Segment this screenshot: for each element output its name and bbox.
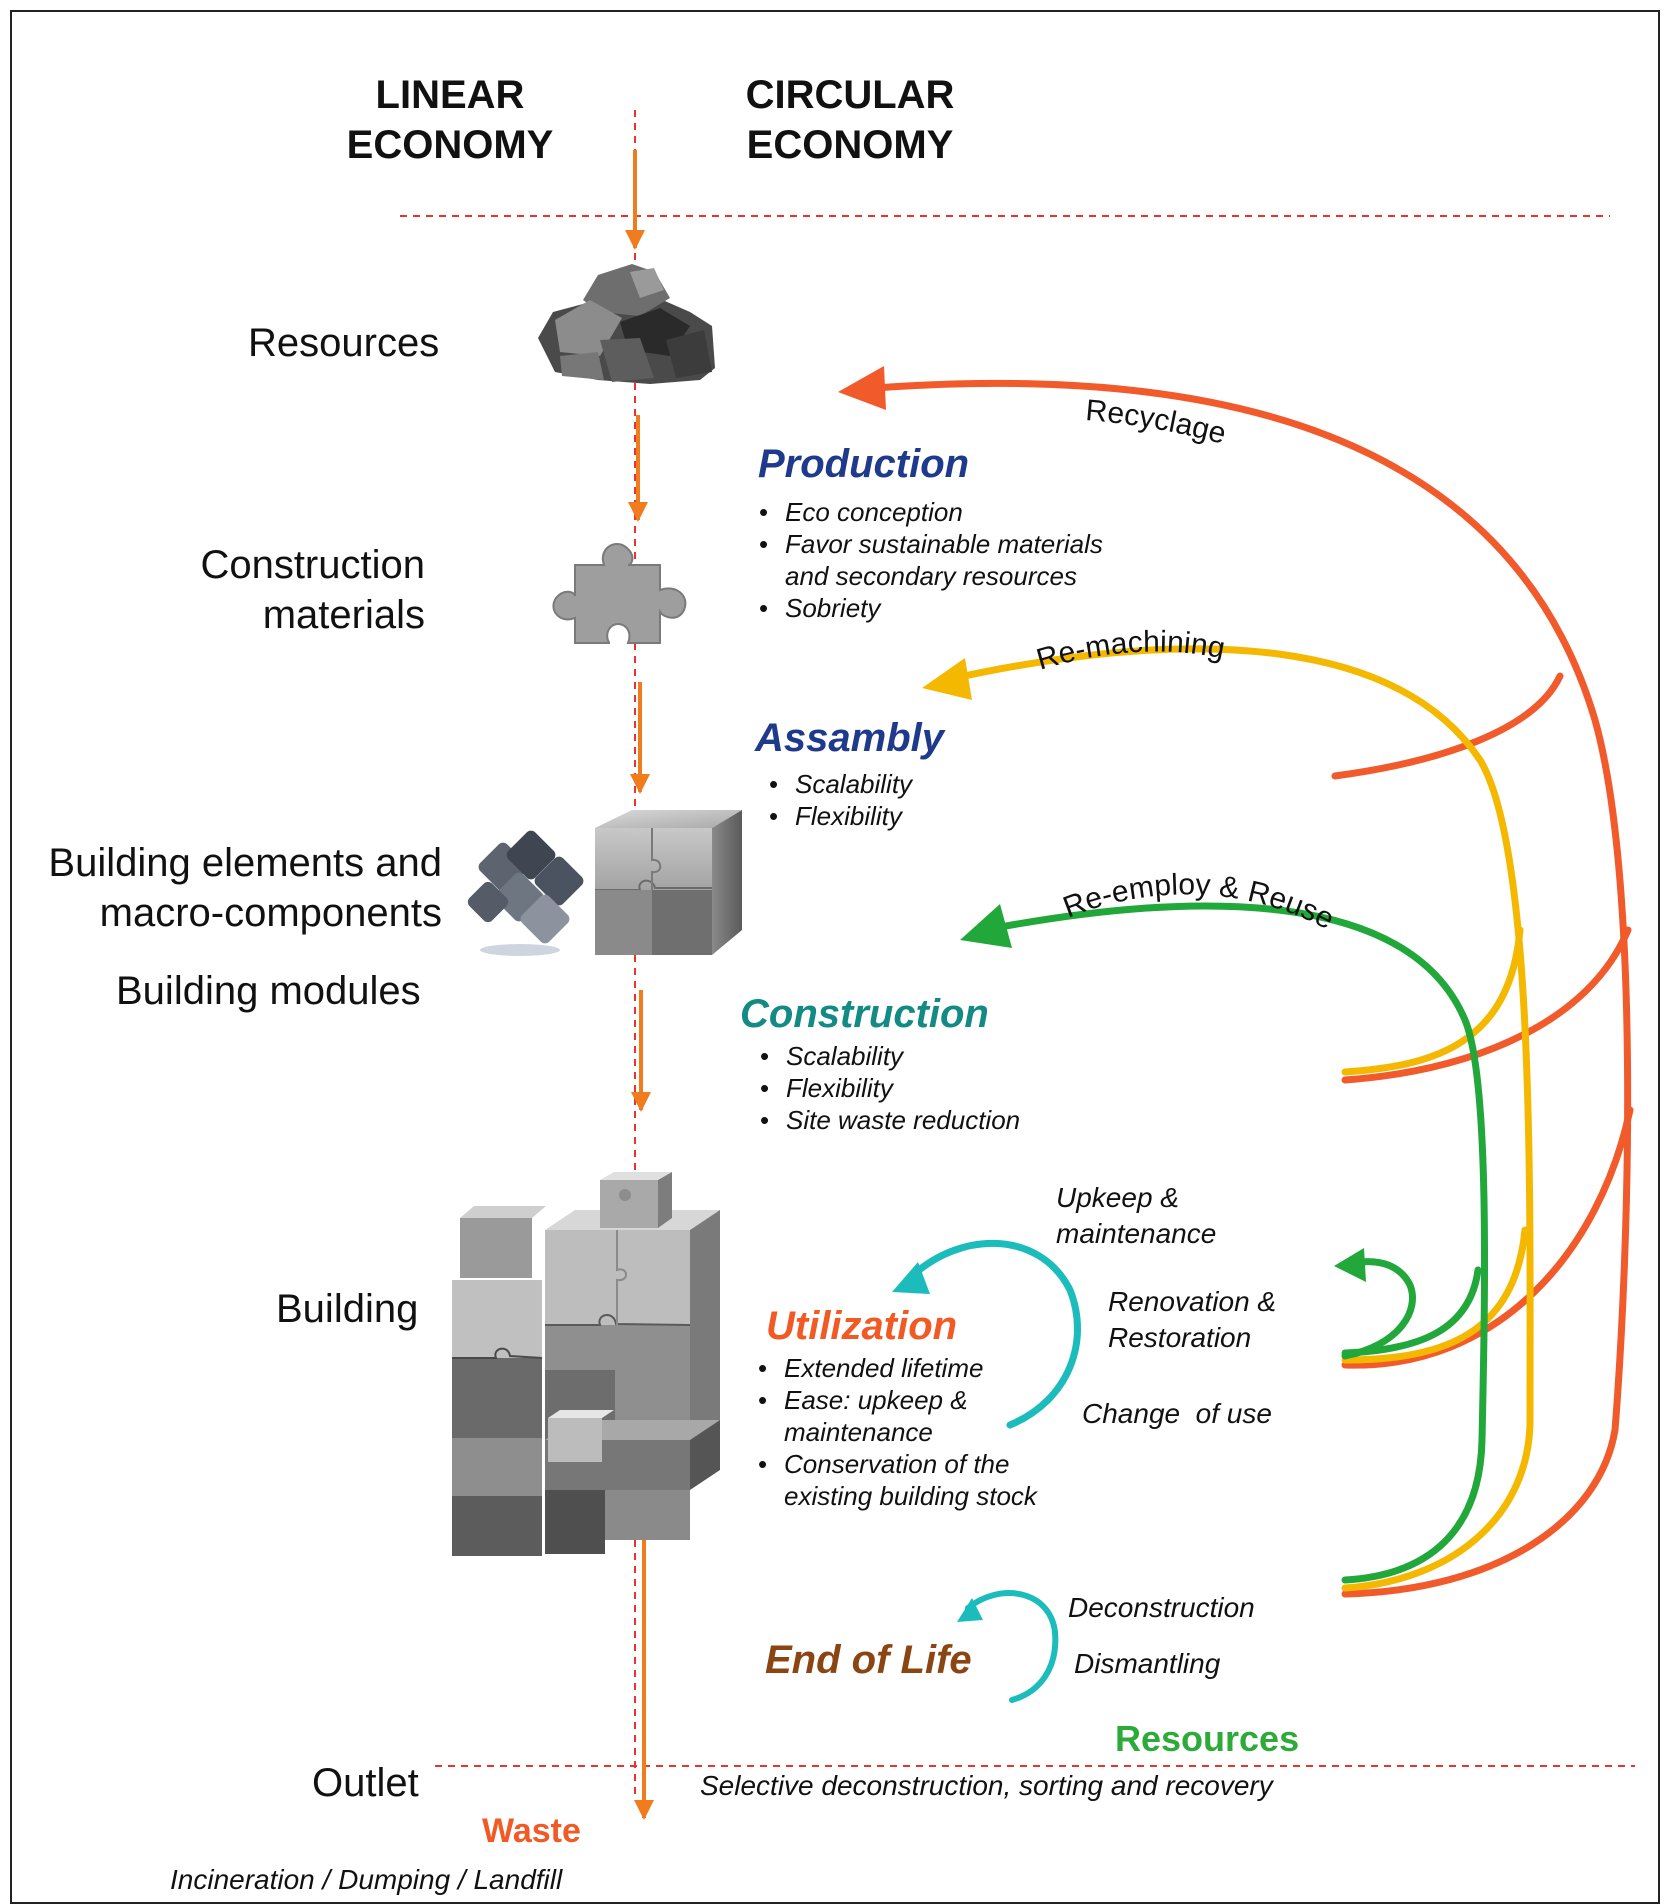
- stage-building: Building: [276, 1287, 419, 1331]
- puzzle-building-icon: [452, 1172, 720, 1556]
- puzzle-cluster-icon: [467, 830, 584, 956]
- linear-header-line-2: ECONOMY: [346, 123, 554, 167]
- recycle-branch-assembly: [1331, 672, 1564, 780]
- assembly-bullet-1: Scalability: [765, 768, 912, 800]
- reemploy-loop-main: [991, 902, 1489, 1584]
- phase-construction-title: Construction: [740, 992, 989, 1036]
- remachining-arrowhead: [922, 658, 972, 700]
- puzzle-piece-icon: [552, 543, 687, 644]
- construction-materials-line-2: materials: [262, 593, 425, 637]
- stage-outlet: Outlet: [312, 1761, 419, 1805]
- stage-resources: Resources: [248, 321, 440, 365]
- recovery-note: Selective deconstruction, sorting and re…: [700, 1770, 1273, 1801]
- remachining-loop-main: [951, 645, 1534, 1592]
- remachining-branch-construction: [1341, 926, 1524, 1076]
- recycle-branch-utilization: [1341, 1106, 1634, 1369]
- action-renovation: Renovation & Restoration: [1108, 1284, 1276, 1356]
- building-elements-line-1: Building elements and: [48, 841, 442, 885]
- linear-economy-header: LINEAR ECONOMY: [330, 70, 570, 170]
- assembly-bullets: Scalability Flexibility: [765, 768, 912, 832]
- linear-flow-arrows: [625, 150, 654, 1820]
- puzzle-cube-icon: [595, 810, 742, 955]
- resources-output-label: Resources: [1115, 1718, 1300, 1759]
- remachining-loop: [922, 645, 1534, 1592]
- renovation-line-2: Restoration: [1108, 1322, 1252, 1353]
- utilization-bullet-1: Extended lifetime: [754, 1352, 1037, 1384]
- action-change-of-use: Change of use: [1082, 1398, 1272, 1429]
- action-upkeep: Upkeep & maintenance: [1056, 1180, 1216, 1252]
- renovation-line-1: Renovation &: [1108, 1286, 1277, 1317]
- construction-materials-line-1: Construction: [200, 543, 425, 587]
- production-bullet-3: Sobriety: [755, 592, 1103, 624]
- utilization-bullets: Extended lifetime Ease: upkeep & mainten…: [754, 1352, 1037, 1512]
- stage-construction-materials: Construction materials: [160, 540, 425, 640]
- construction-bullet-2: Flexibility: [756, 1072, 1020, 1104]
- reemploy-loop: [960, 902, 1489, 1584]
- renovation-branch: [1341, 1258, 1416, 1360]
- phase-end-of-life-title: End of Life: [765, 1638, 972, 1682]
- production-bullet-2: Favor sustainable materials: [755, 528, 1103, 560]
- utilization-cycle: [892, 1239, 1081, 1429]
- end-of-life-cycle: [957, 1590, 1059, 1703]
- reemploy-arrowhead: [960, 904, 1012, 948]
- construction-bullets: Scalability Flexibility Site waste reduc…: [756, 1040, 1020, 1136]
- phase-utilization-title: Utilization: [766, 1304, 958, 1348]
- stage-building-modules: Building modules: [116, 969, 421, 1013]
- upkeep-line-1: Upkeep &: [1056, 1182, 1179, 1213]
- linear-header-line-1: LINEAR: [375, 73, 525, 117]
- action-dismantling: Dismantling: [1074, 1648, 1221, 1679]
- upkeep-line-2: maintenance: [1056, 1218, 1217, 1249]
- waste-note: Incineration / Dumping / Landfill: [170, 1864, 563, 1895]
- utilization-bullet-3-cont: existing building stock: [784, 1481, 1037, 1511]
- waste-label: Waste: [482, 1812, 581, 1850]
- recycle-arrowhead: [838, 366, 886, 410]
- remachining-branch-utilization: [1341, 1226, 1529, 1364]
- production-bullet-2-cont: and secondary resources: [785, 561, 1077, 591]
- phase-production-title: Production: [758, 442, 970, 486]
- utilization-bullet-2-cont: maintenance: [784, 1417, 933, 1447]
- building-elements-line-2: macro-components: [99, 891, 442, 935]
- assembly-bullet-2: Flexibility: [765, 800, 912, 832]
- circular-header-line-1: CIRCULAR: [745, 73, 955, 117]
- utilization-bullet-2: Ease: upkeep &: [754, 1384, 1037, 1416]
- phase-assembly-title: Assambly: [755, 716, 944, 760]
- reemploy-loop-label: Re-employ & Reuse: [1059, 868, 1339, 936]
- renovation-arrowhead: [1334, 1248, 1366, 1282]
- stage-building-elements: Building elements and macro-components: [22, 838, 442, 938]
- utilization-bullet-3: Conservation of the: [754, 1448, 1037, 1480]
- construction-bullet-1: Scalability: [756, 1040, 1020, 1072]
- remachining-loop-label: Re-machining: [1033, 625, 1228, 676]
- construction-bullet-3: Site waste reduction: [756, 1104, 1020, 1136]
- action-deconstruction: Deconstruction: [1068, 1592, 1255, 1623]
- recycle-loop-main: [871, 379, 1632, 1598]
- circular-economy-header: CIRCULAR ECONOMY: [725, 70, 975, 170]
- production-bullets: Eco conception Favor sustainable materia…: [755, 496, 1103, 624]
- production-bullet-1: Eco conception: [755, 496, 1103, 528]
- rock-pile-icon: [538, 264, 715, 384]
- recycle-branch-construction: [1341, 926, 1632, 1084]
- circular-header-line-2: ECONOMY: [746, 123, 954, 167]
